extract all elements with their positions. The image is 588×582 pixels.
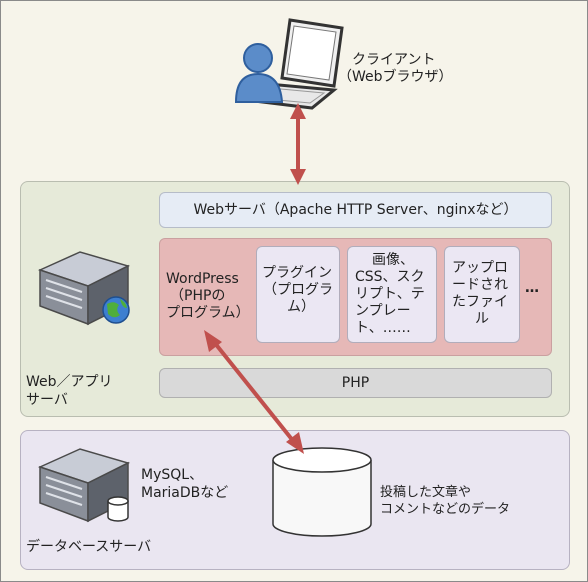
database-cylinder-icon [272,447,372,537]
wordpress-db-arrow [204,330,304,454]
db-name-line1: MySQL、 [141,467,204,483]
plugin-label-line1: プラグイン [262,265,332,281]
assets-label-line2: CSS、スク [355,269,425,285]
client-label-line1: クライアント [352,52,436,68]
uploads-label-line3: たファイ [452,294,508,310]
plugin-label-line3: ム） [287,299,315,315]
wordpress-label-line2: （PHPの [170,288,226,304]
plugin-box: プラグイン （プログラ ム） [256,246,340,343]
assets-label-line1: 画像、 [372,252,414,268]
assets-label-line5: ト、…… [355,320,411,336]
client-laptop-icon [234,18,344,110]
client-web-arrow [290,103,306,185]
php-bar: PHP [159,368,552,398]
db-name-line2: MariaDBなど [141,485,229,501]
web-server-box: Webサーバ（Apache HTTP Server、nginxなど） [159,192,552,228]
uploads-box: アップロ ードされ たファイ ル [444,246,520,343]
more-ellipsis: … [525,280,539,296]
db-content-line1: 投稿した文章や [380,485,472,500]
web-server-label: Webサーバ（Apache HTTP Server、nginxなど） [193,202,518,218]
app-server-icon [37,251,131,326]
assets-label-line4: ンプレー [355,303,411,319]
php-label: PHP [341,375,370,391]
uploads-label-line1: アップロ [452,260,508,276]
uploads-label-line2: ードされ [452,277,508,293]
db-server-label: データベースサーバ [26,539,152,555]
wordpress-label-line1: WordPress [166,271,239,287]
assets-label-line3: リプト、テ [355,286,425,302]
app-server-label-line2: サーバ [26,392,68,408]
wordpress-label-line3: プログラム） [166,305,250,321]
uploads-label-line4: ル [475,311,489,327]
app-server-label-line1: Web／アプリ [26,374,113,390]
client-label-line2: （Webブラウザ） [338,69,453,85]
db-content-line2: コメントなどのデータ [380,502,511,517]
plugin-label-line2: （プログラ [263,282,333,298]
assets-box: 画像、 CSS、スク リプト、テ ンプレー ト、…… [347,246,437,343]
db-server-icon [37,448,131,523]
